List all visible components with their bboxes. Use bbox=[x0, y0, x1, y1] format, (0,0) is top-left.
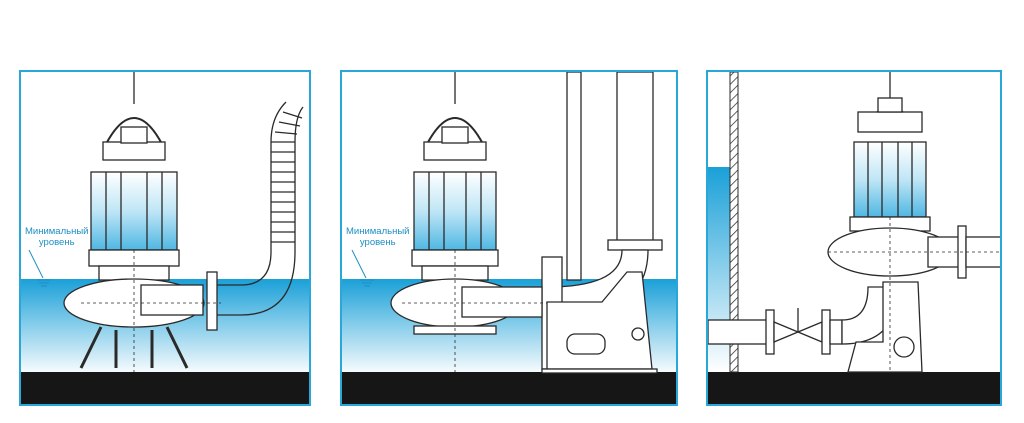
panel-dry-installation bbox=[706, 70, 1002, 406]
ground bbox=[21, 372, 309, 404]
panel-auto-coupling: Минимальный уровень bbox=[340, 70, 678, 406]
water-level-marker bbox=[28, 249, 51, 287]
label-line-1: Минимальный bbox=[346, 226, 410, 237]
water-level-label: Минимальный уровень bbox=[346, 226, 409, 248]
water-level-label: Минимальный уровень bbox=[25, 226, 88, 248]
submersible-pump bbox=[63, 72, 221, 372]
label-line-2: уровень bbox=[359, 237, 396, 248]
submersible-pump bbox=[390, 72, 547, 372]
tank-wall bbox=[729, 72, 739, 373]
flexible-hose bbox=[217, 101, 304, 316]
panel-hose-discharge: Минимальный уровень bbox=[19, 70, 311, 406]
label-line-1: Минимальный bbox=[25, 226, 89, 237]
ground bbox=[708, 372, 1000, 404]
suction-pipe bbox=[708, 308, 843, 355]
water-level-marker bbox=[351, 249, 374, 287]
ground bbox=[342, 372, 676, 404]
dry-pit-pump bbox=[827, 72, 1000, 373]
label-line-2: уровень bbox=[38, 237, 75, 248]
coupling-base bbox=[541, 256, 658, 374]
